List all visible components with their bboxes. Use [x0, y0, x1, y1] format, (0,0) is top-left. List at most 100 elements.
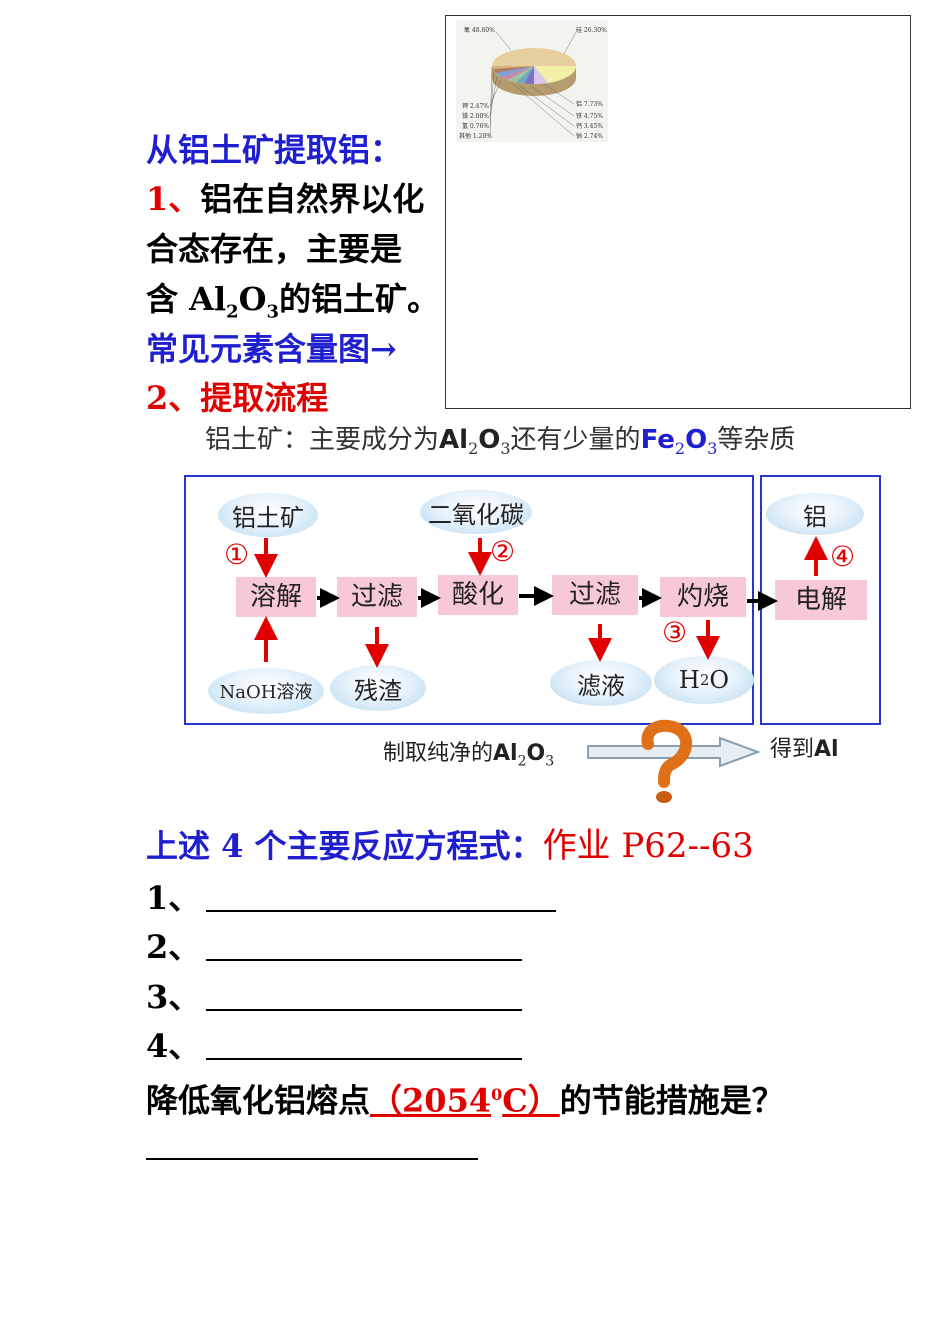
pie-slice-potassium	[501, 66, 534, 80]
step-electrolysis: 电解	[775, 580, 867, 620]
flow-title-formula-1: Al	[439, 425, 469, 455]
question-temperature-unit: C	[502, 1081, 528, 1120]
flow-title-formula-2: Fe	[640, 425, 675, 455]
step-filter-1: 过滤	[337, 577, 417, 617]
intro-p1-number: 1	[146, 180, 169, 218]
homework-reference: 作业 P62--63	[542, 826, 754, 866]
question-text-a: 降低氧化铝熔点	[146, 1081, 371, 1120]
intro-p1-separator: 、	[168, 180, 201, 218]
reactions-heading-line: 上述 4 个主要反应方程式：作业 P62--63	[146, 826, 754, 866]
flow-title-formula-2o: O	[685, 425, 708, 455]
intro-p1-text-3a: 含	[146, 280, 190, 318]
chart-reference: 常见元素含量图→	[146, 330, 397, 368]
prod-formula-al: Al	[493, 741, 518, 766]
step-number-2: ②	[490, 535, 516, 568]
intro-p1-text-3b: 的铝土矿。	[279, 280, 440, 318]
formula-al: Al	[189, 280, 227, 318]
step-dissolve: 溶解	[236, 577, 316, 617]
production-label: 制取纯净的Al2O3	[383, 737, 554, 778]
water-h: H	[678, 666, 700, 694]
get-formula-al: Al	[814, 737, 839, 762]
flow-title-text-a: 铝土矿：主要成分为	[205, 425, 440, 455]
intro-p1-text-1: 铝在自然界以化	[200, 180, 425, 218]
flow-title: 铝土矿：主要成分为Al2O3还有少量的Fe2O3等杂质	[205, 420, 795, 469]
intro-paragraph-2: 2、提取流程	[146, 379, 329, 417]
pie-label-magnesium: 镁 2.00%	[462, 112, 489, 120]
flow-title-sub-3: 2	[674, 439, 686, 459]
pie-slice-silicon	[534, 66, 577, 83]
reaction-blank-4[interactable]	[206, 1058, 522, 1060]
question-paren-close: ）	[527, 1081, 560, 1120]
pie-label-calcium: 钙 3.45%	[576, 122, 603, 130]
oval-filtrate: 滤液	[550, 660, 652, 706]
pie-slice-calcium	[516, 66, 534, 84]
flow-title-formula-1o: O	[478, 425, 501, 455]
step-acidify: 酸化	[438, 575, 518, 615]
intro-heading: 从铝土矿提取铝：	[146, 131, 403, 169]
pie-label-aluminum: 铝 7.73%	[576, 100, 603, 108]
step-number-3: ③	[662, 616, 688, 649]
water-sub: 2	[699, 671, 710, 689]
step-filter-2: 过滤	[552, 575, 638, 615]
production-arrow	[587, 736, 761, 768]
pie-label-silicon: 硅 26.30%	[576, 26, 607, 34]
pie-slice-iron	[524, 66, 534, 85]
water-o: O	[709, 666, 730, 694]
pie-chart-svg: 氧 48.60% 硅 26.30% 铝 7.73% 铁 4.75% 钙 3.45…	[459, 26, 607, 140]
oval-aluminum: 铝	[766, 493, 864, 535]
step-number-1: ①	[224, 538, 250, 571]
formula-al-subscript: 2	[226, 301, 239, 323]
question-temperature: 2054	[402, 1081, 492, 1120]
pie-label-iron: 铁 4.75%	[576, 112, 603, 120]
pie-label-sodium: 钠 2.74%	[576, 132, 603, 140]
question-paren-open: （	[370, 1081, 403, 1120]
flow-title-sub-4: 3	[707, 439, 718, 459]
energy-saving-question: 降低氧化铝熔点（20540C）的节能措施是？	[146, 1075, 784, 1121]
flow-title-sub-1: 2	[468, 439, 479, 459]
pie-slice-hydrogen	[493, 66, 534, 73]
pie-label-oxygen: 氧 48.60%	[464, 26, 495, 34]
reaction-number-3: 3、	[146, 978, 201, 1016]
get-aluminum-label: 得到Al	[770, 734, 839, 766]
flow-title-text-b: 还有少量的	[510, 425, 641, 455]
pie-label-hydrogen: 氢 0.76%	[462, 122, 489, 130]
prod-formula-o: O	[526, 741, 546, 766]
flow-title-text-c: 等杂质	[717, 425, 796, 455]
reaction-number-2: 2、	[146, 928, 201, 966]
reaction-blank-1[interactable]	[206, 910, 556, 912]
oval-bauxite: 铝土矿	[218, 493, 318, 537]
reaction-blank-2[interactable]	[206, 959, 522, 961]
reactions-heading: 上述 4 个主要反应方程式：	[146, 827, 543, 865]
oval-residue: 残渣	[330, 665, 426, 711]
flow-title-sub-2: 3	[500, 439, 511, 459]
element-abundance-pie-chart: 氧 48.60% 硅 26.30% 铝 7.73% 铁 4.75% 钙 3.45…	[456, 20, 608, 142]
pie-slice-other	[492, 66, 534, 69]
question-temperature-sup: 0	[491, 1085, 503, 1104]
prod-sub-1: 2	[517, 753, 527, 770]
prod-sub-2: 3	[545, 753, 555, 770]
formula-o-subscript: 3	[266, 301, 280, 323]
question-text-b: 的节能措施是？	[559, 1081, 784, 1120]
answer-blank[interactable]	[146, 1158, 478, 1160]
pie-label-potassium: 钾 2.47%	[462, 102, 489, 110]
get-text: 得到	[770, 737, 815, 762]
reaction-number-1: 1、	[146, 879, 201, 917]
element-chart-frame	[445, 15, 911, 409]
formula-o: O	[238, 280, 267, 318]
pie-slice-sodium	[508, 66, 534, 82]
oval-co2: 二氧化碳	[420, 490, 532, 534]
question-mark-icon	[641, 719, 692, 803]
step-calcine: 灼烧	[660, 577, 746, 617]
step-number-4: ④	[830, 540, 856, 573]
pie-label-other: 其他 1.20%	[459, 132, 492, 140]
intro-paragraph-1-line-3: 含 Al2O3的铝土矿。	[146, 279, 439, 332]
prod-text: 制取纯净的	[383, 741, 494, 766]
intro-paragraph-1-line-2: 合态存在，主要是	[146, 230, 403, 268]
reaction-blank-3[interactable]	[206, 1009, 522, 1011]
pie-slice-aluminum	[534, 66, 548, 85]
oval-naoh-solution: NaOH溶液	[208, 668, 324, 714]
reaction-number-4: 4、	[146, 1027, 201, 1065]
pie-slice-magnesium	[496, 66, 534, 77]
intro-paragraph-1-line-1: 1、铝在自然界以化	[146, 179, 424, 219]
